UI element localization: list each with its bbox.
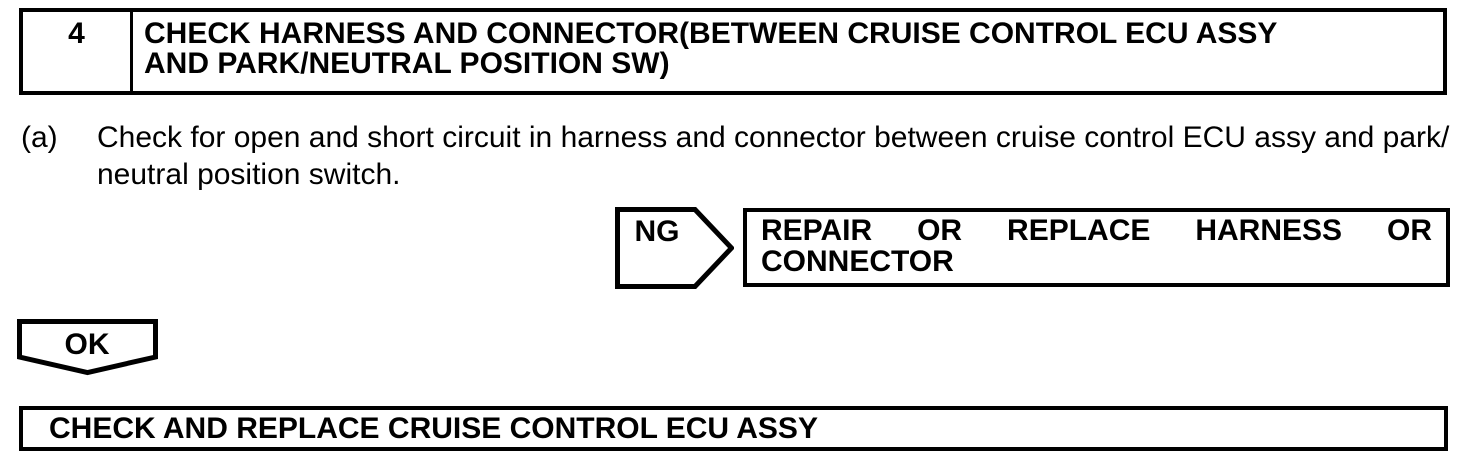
step-number: 4 bbox=[68, 17, 85, 50]
step-title-line2: AND PARK/NEUTRAL POSITION SW) bbox=[144, 47, 670, 80]
ng-flag-label: NG bbox=[634, 215, 680, 248]
ng-action-line1: REPAIR OR REPLACE HARNESS OR bbox=[761, 214, 1432, 247]
instruction-line2: neutral position switch. bbox=[97, 158, 401, 191]
ok-flag-label: OK bbox=[64, 327, 110, 361]
result-text: CHECK AND REPLACE CRUISE CONTROL ECU ASS… bbox=[49, 411, 818, 445]
step-title-line1: CHECK HARNESS AND CONNECTOR(BETWEEN CRUI… bbox=[144, 17, 1278, 50]
ng-action-box: REPAIR OR REPLACE HARNESS OR CONNECTOR bbox=[743, 208, 1450, 287]
instruction-line1: Check for open and short circuit in harn… bbox=[97, 121, 1450, 154]
instruction-label: (a) bbox=[21, 121, 58, 154]
instruction-text: Check for open and short circuit in harn… bbox=[97, 119, 1459, 193]
result-box: CHECK AND REPLACE CRUISE CONTROL ECU ASS… bbox=[19, 406, 1448, 451]
step-title: CHECK HARNESS AND CONNECTOR(BETWEEN CRUI… bbox=[133, 12, 1277, 91]
step-number-cell: 4 bbox=[23, 12, 133, 91]
ng-action-line2: CONNECTOR bbox=[761, 245, 954, 278]
ng-arrow-icon bbox=[615, 207, 734, 289]
step-header-box: 4 CHECK HARNESS AND CONNECTOR(BETWEEN CR… bbox=[19, 8, 1447, 95]
ok-arrow-icon bbox=[17, 319, 158, 376]
